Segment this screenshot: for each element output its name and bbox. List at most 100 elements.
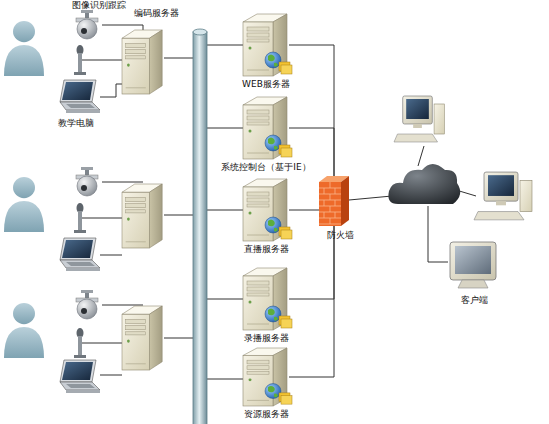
icon-part bbox=[335, 188, 336, 194]
icon-part bbox=[60, 102, 100, 110]
icon-part bbox=[4, 327, 44, 358]
illustration-icon bbox=[122, 306, 164, 370]
icon-part bbox=[330, 218, 331, 224]
icon-part bbox=[81, 167, 93, 170]
icon-part bbox=[265, 217, 281, 233]
icon-part bbox=[450, 242, 496, 280]
icon-part bbox=[4, 45, 44, 76]
icon-part bbox=[77, 176, 97, 196]
laptop-icon bbox=[58, 80, 100, 114]
icon-part bbox=[74, 230, 86, 233]
node-label: 客户端 bbox=[461, 295, 488, 305]
connector-line bbox=[100, 84, 122, 97]
web-server-icon bbox=[243, 179, 289, 241]
icon-part bbox=[403, 96, 433, 124]
icon-part bbox=[268, 386, 278, 398]
firewall-icon bbox=[319, 176, 349, 226]
icon-part bbox=[249, 301, 252, 304]
icon-part bbox=[149, 306, 162, 370]
icon-part bbox=[281, 65, 292, 74]
server-box: 系统控制台（基于IE） bbox=[243, 97, 289, 159]
icon-part bbox=[247, 293, 269, 296]
icon-part bbox=[324, 200, 325, 206]
icon-part bbox=[66, 384, 95, 388]
illustration-icon bbox=[72, 290, 102, 320]
node-label: 编码服务器 bbox=[134, 8, 179, 18]
server-box: 录播服务器 bbox=[243, 268, 289, 330]
icon-part bbox=[81, 10, 93, 13]
web-server-icon bbox=[243, 14, 289, 76]
illustration-icon bbox=[388, 160, 458, 208]
microphone-icon bbox=[74, 328, 86, 358]
node-label: 资源服务器 bbox=[244, 409, 289, 419]
icon-part bbox=[13, 177, 35, 198]
icon-part bbox=[66, 268, 100, 271]
icon-part bbox=[126, 56, 146, 59]
illustration-icon bbox=[2, 176, 46, 232]
icon-part bbox=[247, 39, 269, 42]
microphone-icon bbox=[74, 203, 86, 233]
icon-part bbox=[249, 378, 252, 381]
icon-part bbox=[247, 33, 269, 37]
illustration-icon bbox=[74, 45, 86, 75]
bus-wire bbox=[207, 299, 243, 300]
icon-part bbox=[247, 192, 269, 196]
connector-line bbox=[102, 25, 143, 30]
icon-part bbox=[127, 218, 130, 221]
icon-part bbox=[335, 212, 336, 218]
icon-part bbox=[247, 281, 269, 285]
icon-part bbox=[126, 241, 146, 242]
illustration-icon bbox=[474, 170, 536, 224]
icon-part bbox=[247, 198, 269, 202]
icon-part bbox=[474, 212, 524, 220]
illustration-icon bbox=[122, 184, 164, 248]
icon-part bbox=[341, 176, 349, 226]
camera-node: 图像识别跟踪 bbox=[72, 10, 102, 40]
wires bbox=[82, 45, 476, 379]
icon-part bbox=[78, 336, 82, 355]
bus-wire bbox=[207, 210, 243, 211]
icon-part bbox=[484, 172, 518, 201]
camera-wire bbox=[102, 182, 143, 183]
connector-line bbox=[289, 45, 334, 176]
teaching-laptop: 教学电脑 bbox=[58, 80, 100, 114]
node-label: 直播服务器 bbox=[244, 244, 289, 254]
icon-part bbox=[60, 360, 96, 382]
icon-part bbox=[268, 309, 278, 321]
encoding-server: 编码服务器 bbox=[122, 30, 164, 94]
laptop-icon bbox=[58, 238, 100, 272]
icon-part bbox=[85, 170, 89, 175]
network-bus bbox=[193, 29, 207, 424]
icon-part bbox=[330, 194, 331, 200]
icon-part bbox=[281, 230, 292, 239]
icon-part bbox=[77, 299, 97, 319]
icon-part bbox=[122, 314, 149, 370]
mic-wire bbox=[82, 343, 122, 344]
ptz-camera-icon bbox=[72, 167, 102, 197]
icon-part bbox=[249, 130, 252, 133]
icon-part bbox=[319, 182, 341, 226]
icon-part bbox=[247, 287, 269, 291]
icon-part bbox=[77, 19, 97, 39]
icon-part bbox=[520, 180, 532, 211]
person-icon bbox=[2, 302, 46, 358]
illustration-icon bbox=[58, 360, 100, 394]
icon-part bbox=[247, 324, 269, 325]
icon-part bbox=[281, 396, 292, 404]
icon-part bbox=[127, 64, 130, 67]
web-server-icon bbox=[243, 97, 289, 159]
network-wire bbox=[428, 206, 448, 262]
icon-part bbox=[265, 52, 281, 68]
icon-part bbox=[324, 188, 325, 194]
icon-part bbox=[243, 355, 273, 406]
icon-part bbox=[74, 72, 86, 75]
bus-wire bbox=[164, 215, 193, 216]
icon-part bbox=[122, 38, 149, 94]
icon-part bbox=[247, 204, 269, 207]
icon-part bbox=[330, 182, 331, 188]
node-label: 录播服务器 bbox=[244, 333, 289, 343]
icon-part bbox=[488, 175, 514, 196]
icon-part bbox=[455, 246, 491, 274]
illustration-icon bbox=[72, 167, 102, 197]
icon-part bbox=[281, 148, 292, 157]
